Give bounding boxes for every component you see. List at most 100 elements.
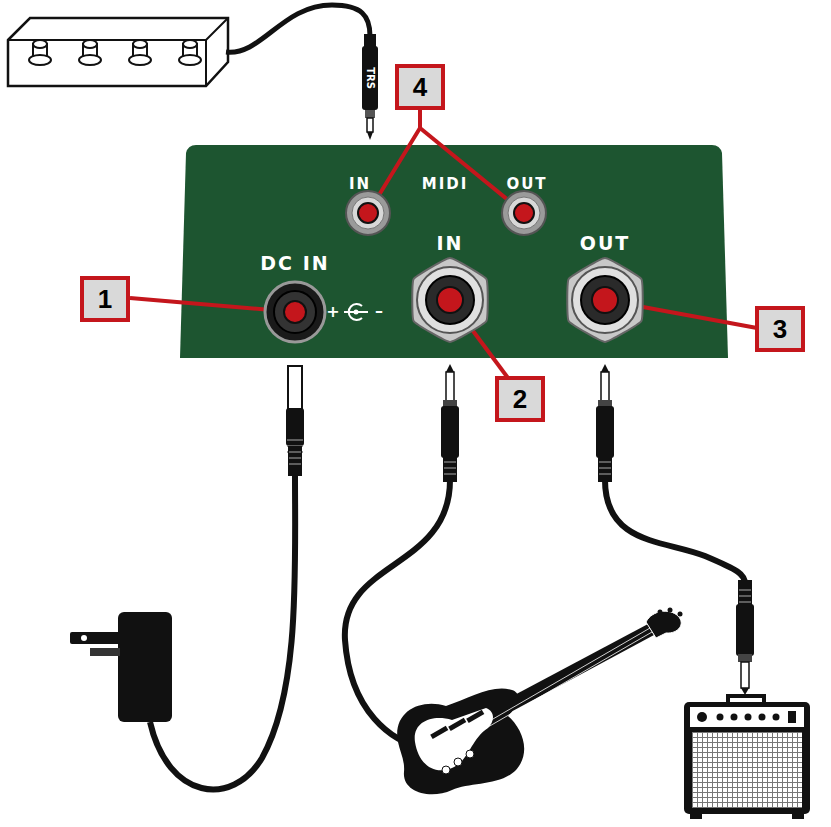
dc-plug [289, 452, 301, 464]
footswitch [8, 18, 228, 86]
footswitch [29, 40, 201, 65]
jack-drawing [352, 197, 384, 229]
callout-box: 4 [395, 64, 445, 110]
dc-plug [286, 366, 304, 476]
footswitch [133, 40, 147, 48]
guitar [448, 718, 466, 731]
guitar [438, 632, 652, 756]
amp-plug [741, 662, 749, 688]
jack-drawing [346, 191, 390, 235]
jack-drawing [592, 287, 618, 313]
jack-drawing [581, 276, 629, 324]
callout-box: 2 [495, 376, 545, 422]
guitar [430, 726, 448, 739]
jack-label: MIDI [422, 177, 469, 192]
guitar [436, 628, 650, 752]
jack-drawing [437, 287, 463, 313]
guitar-plug [441, 364, 459, 482]
amplifier [773, 714, 780, 721]
power-adapter [90, 648, 120, 656]
amplifier [697, 712, 707, 722]
footswitch-cable [226, 5, 370, 52]
guitar-plug [446, 364, 454, 372]
trs-plug [362, 46, 378, 110]
footswitch [29, 55, 51, 65]
pedal-panel: INMIDIOUTDC ININOUT [178, 143, 730, 360]
jack-label: DC IN [260, 254, 329, 273]
amplifier [684, 696, 810, 819]
callout-box: 1 [80, 276, 130, 322]
guitar [668, 608, 673, 613]
guitar [397, 689, 524, 795]
guitar [646, 611, 681, 638]
trs-plug [365, 110, 375, 118]
jack-drawing [274, 291, 316, 333]
jack-drawing [354, 310, 359, 315]
trs-plug [367, 118, 373, 132]
amp-side-plug [598, 456, 612, 482]
callout-number: 4 [413, 74, 427, 100]
footswitch [8, 18, 228, 86]
trs-plug [367, 132, 373, 140]
amp-plug [739, 590, 751, 602]
amplifier [792, 813, 804, 819]
footswitch [8, 18, 228, 86]
power-adapter [118, 612, 172, 722]
jack-label: OUT [580, 234, 631, 253]
amp-side-plug [596, 406, 614, 458]
jack-drawing [417, 267, 483, 333]
footswitch [33, 40, 47, 48]
callout-number: 1 [98, 286, 112, 312]
guitar [397, 608, 682, 795]
amplifier [684, 702, 810, 814]
guitar [658, 610, 663, 615]
power-adapter [81, 635, 87, 641]
amplifier [717, 714, 724, 721]
amplifier [759, 714, 766, 721]
jack-drawing [412, 258, 487, 342]
amp-plug [738, 654, 752, 662]
guitar [415, 708, 493, 770]
jack-drawing [502, 191, 546, 235]
trs-plug [362, 34, 378, 140]
plug-label: TRS [365, 67, 375, 89]
power-adapter [70, 632, 120, 644]
jack-drawing [514, 203, 534, 223]
amp-side-plug [596, 364, 614, 482]
jack-drawing [358, 203, 378, 223]
footswitch [179, 55, 201, 65]
amp-side-plug [599, 462, 611, 474]
jack-drawing [426, 276, 474, 324]
guitar [466, 750, 474, 758]
guitar-plug [443, 456, 457, 482]
dc-plug [288, 366, 302, 410]
callout-number: 3 [773, 316, 787, 342]
amplifier [745, 714, 752, 721]
amp-plug [738, 580, 752, 606]
amplifier [692, 732, 802, 808]
callout-box: 3 [755, 306, 805, 352]
jack-drawing [284, 301, 306, 323]
amp-plug [741, 688, 749, 695]
amp-side-plug [601, 372, 609, 402]
amplifier [690, 707, 804, 727]
footswitch [83, 40, 97, 48]
callout-number: 2 [513, 386, 527, 412]
guitar-plug [446, 372, 454, 402]
power-adapter [70, 612, 172, 722]
guitar [466, 710, 484, 723]
guitar-plug [441, 406, 459, 458]
guitar [678, 612, 683, 617]
amp-plug [736, 604, 754, 656]
footswitch [129, 55, 151, 65]
amp-side-plug [601, 364, 609, 372]
footswitch [183, 40, 197, 48]
guitar [454, 758, 462, 766]
jack-drawing [572, 267, 638, 333]
amp-plug [736, 580, 754, 695]
amp-cable [605, 480, 745, 584]
